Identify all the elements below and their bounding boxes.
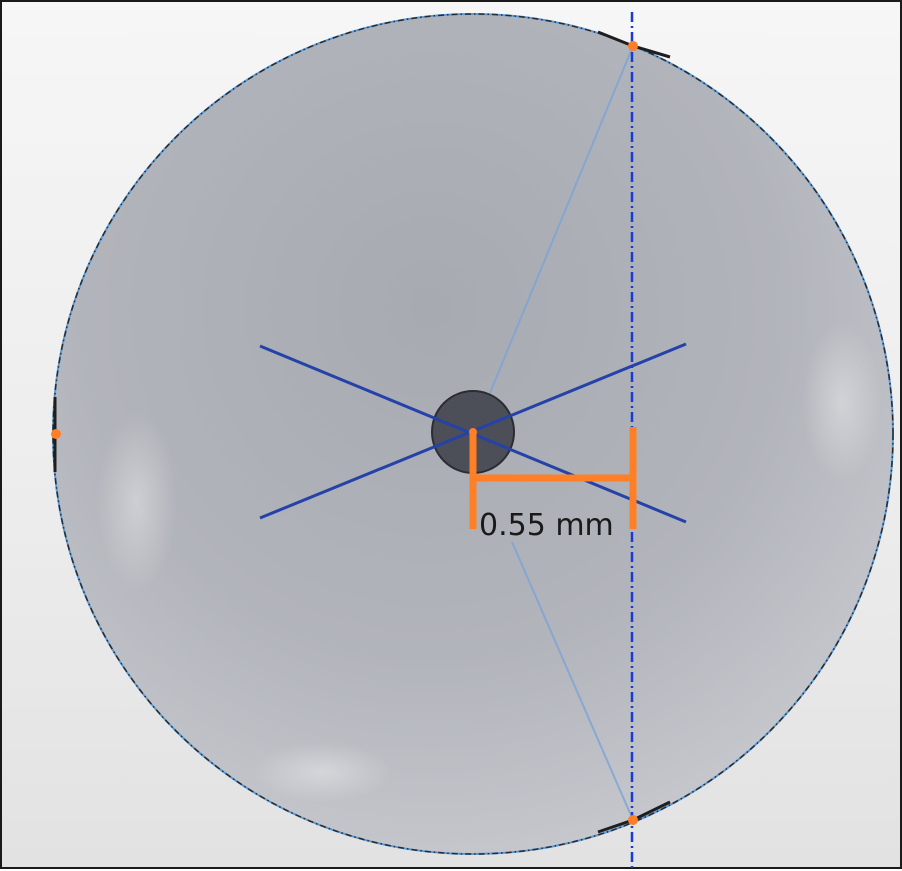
sphere-highlight-right: [802, 322, 882, 482]
sphere-highlight-left: [97, 412, 177, 592]
projection-line-bottom: [511, 541, 634, 821]
dimension-label[interactable]: 0.55 mm: [479, 508, 614, 543]
vertex-point-icon[interactable]: [469, 428, 477, 436]
dimension-annotation[interactable]: 0.55 mm: [469, 427, 637, 543]
vertex-point-icon[interactable]: [51, 429, 61, 439]
sphere-highlight-bottom: [252, 742, 392, 802]
vertex-point-icon[interactable]: [628, 815, 638, 825]
vertex-point-icon[interactable]: [628, 41, 638, 51]
projection-line-top: [472, 45, 634, 435]
